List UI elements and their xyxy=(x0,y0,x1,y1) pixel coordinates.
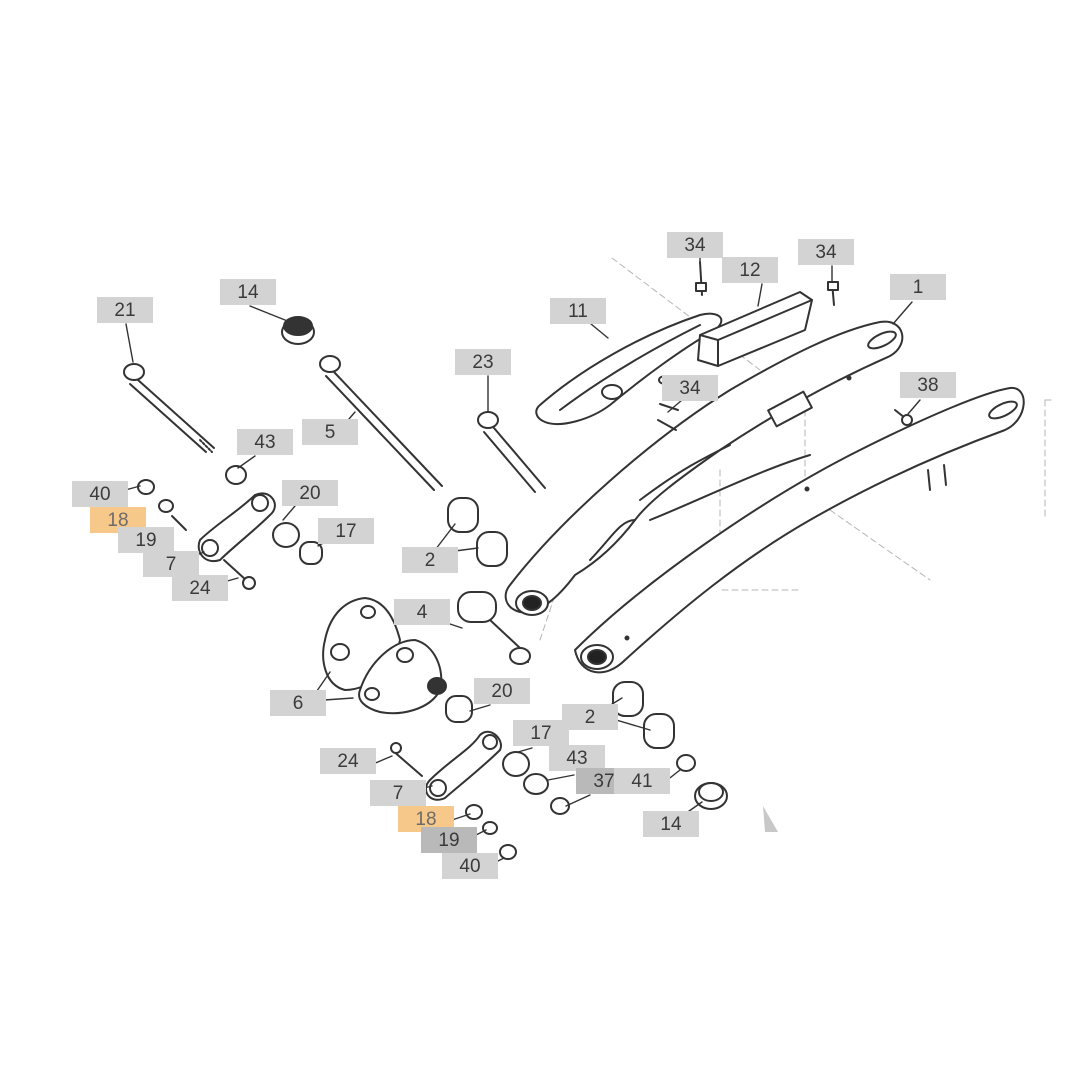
bushings-part-2-upper xyxy=(447,497,508,567)
callout-21[interactable]: 21 xyxy=(97,297,153,323)
callout-1[interactable]: 1 xyxy=(890,274,946,300)
shaft-part-4 xyxy=(457,591,531,665)
bushing-part-14-lower xyxy=(694,782,728,810)
callout-14-lower[interactable]: 14 xyxy=(643,811,699,837)
callout-24-lower[interactable]: 24 xyxy=(320,748,376,774)
callout-7-lower[interactable]: 7 xyxy=(370,780,426,806)
callout-12[interactable]: 12 xyxy=(722,257,778,283)
callout-40-lower[interactable]: 40 xyxy=(442,853,498,879)
screw-part-34-top xyxy=(695,261,707,296)
chain-slider-part-12 xyxy=(697,291,813,367)
callout-34-lower[interactable]: 34 xyxy=(662,375,718,401)
callout-11[interactable]: 11 xyxy=(550,298,606,324)
swingarm-part-1 xyxy=(504,320,1025,674)
faint-triangle-mark xyxy=(763,806,778,832)
callout-14-top[interactable]: 14 xyxy=(220,279,276,305)
bolt-part-21 xyxy=(123,363,215,453)
callout-19-upper[interactable]: 19 xyxy=(118,527,174,553)
callout-2-lower[interactable]: 2 xyxy=(562,704,618,730)
callout-2-upper[interactable]: 2 xyxy=(402,547,458,573)
callout-43-lower[interactable]: 43 xyxy=(549,745,605,771)
callout-23[interactable]: 23 xyxy=(455,349,511,375)
bolt-part-23 xyxy=(477,411,546,493)
callout-6[interactable]: 6 xyxy=(270,690,326,716)
callout-20-upper[interactable]: 20 xyxy=(282,480,338,506)
screw-part-34-right xyxy=(827,281,839,306)
callout-24-upper[interactable]: 24 xyxy=(172,575,228,601)
callout-17-lower[interactable]: 17 xyxy=(513,720,569,746)
callout-5[interactable]: 5 xyxy=(302,419,358,445)
upper-link-group xyxy=(137,465,323,590)
callout-41[interactable]: 41 xyxy=(614,768,670,794)
bushing-part-14-top xyxy=(281,316,315,345)
callout-34-top[interactable]: 34 xyxy=(667,232,723,258)
bolt-part-38 xyxy=(894,409,913,426)
callout-17-upper[interactable]: 17 xyxy=(318,518,374,544)
callout-19-lower[interactable]: 19 xyxy=(421,827,477,853)
rocker-plates-part-6 xyxy=(322,597,447,715)
bushings-part-2-lower xyxy=(612,681,675,749)
callout-34-right[interactable]: 34 xyxy=(798,239,854,265)
axle-part-5 xyxy=(319,355,443,491)
callout-7-upper[interactable]: 7 xyxy=(143,551,199,577)
callout-38[interactable]: 38 xyxy=(900,372,956,398)
callout-20-lower[interactable]: 20 xyxy=(474,678,530,704)
nut-part-41 xyxy=(676,754,696,772)
lower-link-group xyxy=(390,695,570,860)
callout-40-upper[interactable]: 40 xyxy=(72,481,128,507)
callout-43-upper[interactable]: 43 xyxy=(237,429,293,455)
chain-guide-part-11 xyxy=(535,312,723,426)
screws-part-34-lower xyxy=(657,403,679,431)
callout-4[interactable]: 4 xyxy=(394,599,450,625)
